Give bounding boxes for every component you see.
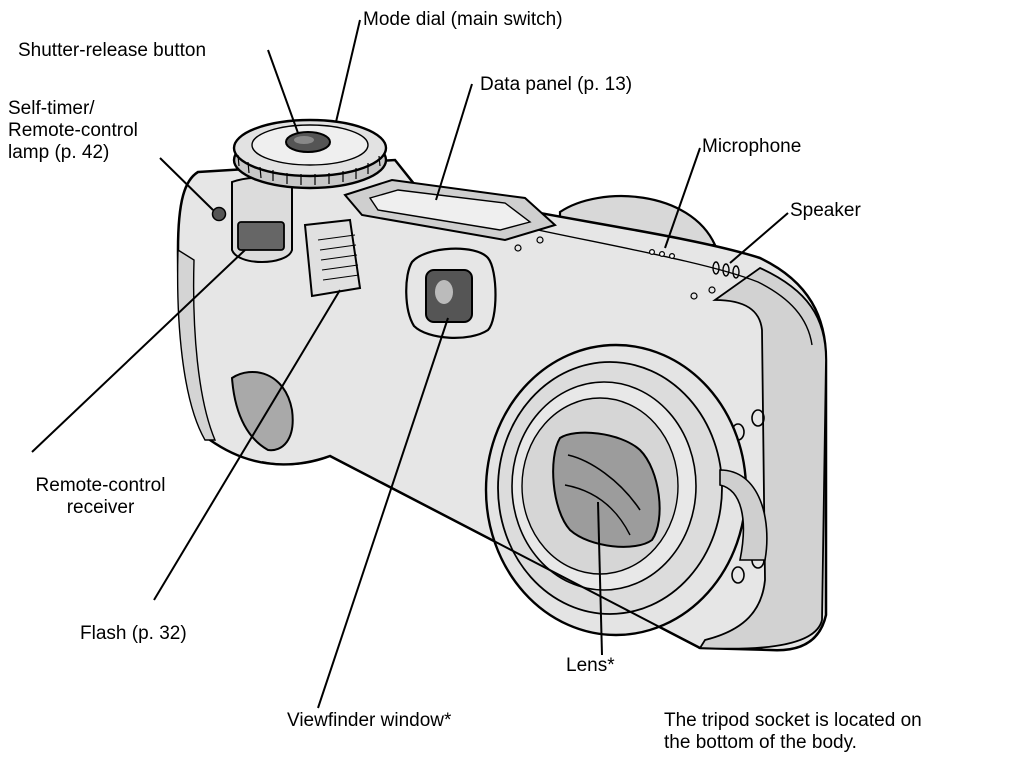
microphone-label: Microphone <box>702 136 802 157</box>
top-screws <box>514 236 716 300</box>
leader-receiver <box>31 249 246 453</box>
shutter-release-highlight <box>294 136 314 144</box>
microphone-holes <box>648 249 675 260</box>
leader-flash <box>153 289 341 601</box>
data-panel-screen <box>368 189 532 231</box>
lens-label: Lens* <box>566 655 615 676</box>
viewfinder-glare <box>435 280 453 304</box>
self-timer-label-line-3: lamp (p. 42) <box>8 142 110 163</box>
mode-dial-knurling <box>237 154 381 185</box>
lens-side-mount <box>719 469 768 561</box>
flash-label: Flash (p. 32) <box>80 623 187 644</box>
leader-viewfinder <box>317 317 449 709</box>
tripod-note-line-2: the bottom of the body. <box>664 732 857 753</box>
lens-cover-blade <box>567 454 641 511</box>
remote-receiver-label-line-2: receiver <box>66 497 135 518</box>
self-timer-label-line-2: Remote-control <box>8 120 138 141</box>
leader-self-timer <box>159 157 214 211</box>
side-screw-upper-2 <box>751 409 765 427</box>
speaker-grille <box>712 261 740 279</box>
lens-cover[interactable] <box>552 431 661 548</box>
self-timer-label: Self-timer/ Remote-control lamp (p. 42) <box>8 98 138 164</box>
camera-bottom-edge <box>261 454 701 649</box>
camera-grip-front <box>176 248 217 441</box>
speaker-label: Speaker <box>790 200 861 221</box>
self-timer-lamp <box>211 206 227 222</box>
leader-shutter <box>267 49 299 134</box>
finger-grip <box>230 371 294 452</box>
leader-lens <box>597 501 603 656</box>
remote-control-receiver <box>237 221 285 251</box>
lens-cover-blade-2 <box>564 484 631 536</box>
flash-lens-lines <box>317 234 360 281</box>
leader-lines <box>31 19 789 709</box>
remote-receiver-label: Remote-control receiver <box>8 475 193 519</box>
mode-dial-label: Mode dial (main switch) <box>363 9 563 30</box>
remote-receiver-label-line-1: Remote-control <box>35 475 166 496</box>
tripod-note: The tripod socket is located on the bott… <box>664 710 922 754</box>
data-panel-label: Data panel (p. 13) <box>480 74 633 95</box>
tripod-note-line-1: The tripod socket is located on <box>664 710 922 731</box>
camera-right-side <box>698 266 827 650</box>
leader-microphone <box>664 147 701 249</box>
side-screw-lower <box>731 566 745 584</box>
shutter-release-label: Shutter-release button <box>18 40 207 61</box>
leader-speaker <box>729 212 789 264</box>
self-timer-label-line-1: Self-timer/ <box>8 98 95 119</box>
leader-mode-dial <box>335 19 361 123</box>
viewfinder-label: Viewfinder window* <box>287 710 452 731</box>
leader-data-panel <box>435 83 473 201</box>
